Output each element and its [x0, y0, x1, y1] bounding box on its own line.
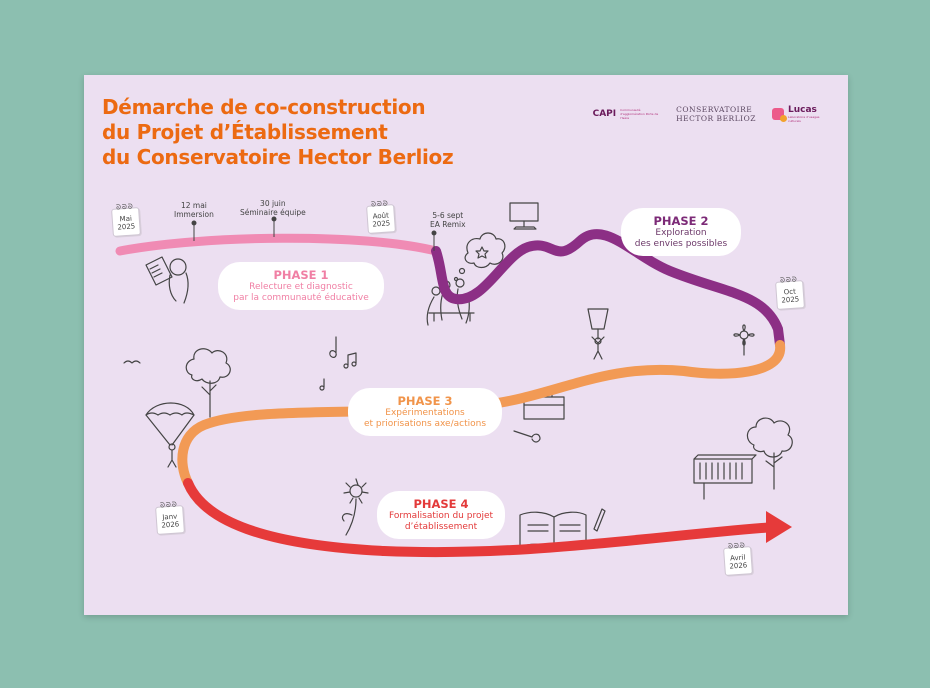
title-line-3: du Conservatoire Hector Berlioz — [102, 145, 454, 169]
title-line-1: Démarche de co-construction — [102, 95, 426, 119]
event-date: 5-6 sept — [432, 211, 464, 220]
phase-1-label: PHASE 1 Relecture et diagnostic par la c… — [218, 262, 384, 310]
thought-bubble-icon — [453, 232, 506, 282]
phase-desc-line: Expérimentations — [385, 408, 465, 418]
title-line-2: du Projet d’Établissement — [102, 120, 388, 144]
capi-logo-subtext: Communauté d'agglomération Porte de l'Is… — [620, 108, 659, 120]
calendar-avril-2026: ᘐᘐᘐ Avril 2026 — [723, 541, 753, 576]
event-label: Immersion — [174, 210, 214, 219]
computer-icon — [509, 202, 539, 230]
calendar-rings-icon: ᘐᘐᘐ — [115, 202, 135, 212]
paraglider-icon — [145, 402, 195, 468]
event-pin-dot-ea-remix — [431, 230, 437, 236]
birds-icon — [123, 360, 141, 364]
event-pin-dot-immersion — [191, 220, 197, 226]
phase-title: PHASE 3 — [397, 394, 453, 408]
calendar-year: 2026 — [729, 561, 748, 571]
road-phase-2 — [431, 229, 785, 350]
event-label: Séminaire équipe — [240, 208, 306, 217]
arrow-head-icon — [766, 511, 792, 543]
poster: Démarche de co-construction du Projet d’… — [84, 75, 848, 615]
phase-2-label: PHASE 2 Exploration des envies possibles — [621, 208, 741, 256]
calendar-mai-2025: ᘐᘐᘐ Mai 2025 — [111, 202, 141, 237]
partner-logos: CAPI Communauté d'agglomération Porte de… — [593, 105, 828, 123]
calendar-oct-2025: ᘐᘐᘐ Oct 2025 — [775, 275, 805, 310]
phase-title: PHASE 2 — [653, 214, 709, 228]
tree-icon — [185, 348, 231, 418]
phase-desc-line: d’établissement — [404, 522, 478, 532]
calendar-year: 2025 — [117, 222, 136, 232]
wrench-icon — [513, 430, 541, 443]
phase-desc-line: des envies possibles — [634, 239, 728, 249]
lucas-mark-icon — [772, 108, 787, 122]
phase-3-label: PHASE 3 Expérimentations et priorisation… — [348, 388, 502, 436]
event-date: 30 juin — [260, 199, 286, 208]
conservatoire-logo-line-1: CONSERVATOIRE — [676, 105, 753, 114]
reader-illustration-icon — [145, 256, 189, 304]
event-immersion: 12 mai Immersion — [174, 201, 214, 219]
phase-desc-line: Relecture et diagnostic — [249, 282, 353, 292]
page-title: Démarche de co-construction du Projet d’… — [102, 95, 454, 170]
conservatoire-logo: CONSERVATOIRE HECTOR BERLIOZ — [676, 105, 756, 123]
capi-logo: CAPI Communauté d'agglomération Porte de… — [593, 108, 661, 120]
event-label: EA Remix — [430, 220, 466, 229]
calendar-rings-icon: ᘐᘐᘐ — [727, 541, 747, 551]
lucas-logo: Lucas Laboratoire d'usages culturels — [772, 105, 828, 123]
calendar-year: 2026 — [161, 520, 180, 530]
phase-title: PHASE 1 — [273, 268, 329, 282]
conservatoire-logo-line-2: HECTOR BERLIOZ — [676, 114, 756, 123]
calendar-rings-icon: ᘐᘐᘐ — [779, 275, 799, 285]
event-pins — [191, 216, 437, 251]
phase-desc-line: par la communauté éducative — [233, 293, 369, 303]
event-pin-dot-seminaire — [271, 216, 277, 222]
capi-logo-text: CAPI — [592, 109, 617, 119]
road-phase-1 — [115, 233, 441, 256]
tree-right-icon — [746, 417, 793, 490]
calendar-rings-icon: ᘐᘐᘐ — [370, 199, 390, 209]
road-phase-4 — [183, 478, 779, 558]
phase-4-label: PHASE 4 Formalisation du projet d’établi… — [377, 491, 505, 539]
lucas-logo-text: Lucas — [788, 105, 817, 115]
phase-desc-line: Exploration — [655, 228, 707, 238]
calendar-rings-icon: ᘐᘐᘐ — [159, 500, 179, 510]
calendar-year: 2025 — [372, 219, 391, 229]
phase-desc-line: Formalisation du projet — [388, 511, 494, 521]
calendar-aout-2025: ᘐᘐᘐ Août 2025 — [366, 199, 396, 234]
event-seminaire: 30 juin Séminaire équipe — [240, 199, 306, 217]
music-notes-icon — [319, 336, 357, 391]
calendar-janv-2026: ᘐᘐᘐ Janv 2026 — [155, 500, 185, 535]
lucas-logo-subtext: Laboratoire d'usages culturels — [788, 115, 820, 123]
phase-title: PHASE 4 — [413, 497, 469, 511]
flower-icon — [733, 324, 755, 356]
event-ea-remix: 5-6 sept EA Remix — [430, 211, 466, 229]
calendar-year: 2025 — [781, 295, 800, 305]
phase-desc-line: et priorisations axe/actions — [363, 419, 487, 429]
sunflower-icon — [341, 478, 369, 536]
hanging-person-icon — [587, 308, 609, 360]
event-date: 12 mai — [180, 201, 207, 210]
building-icon — [693, 454, 757, 500]
